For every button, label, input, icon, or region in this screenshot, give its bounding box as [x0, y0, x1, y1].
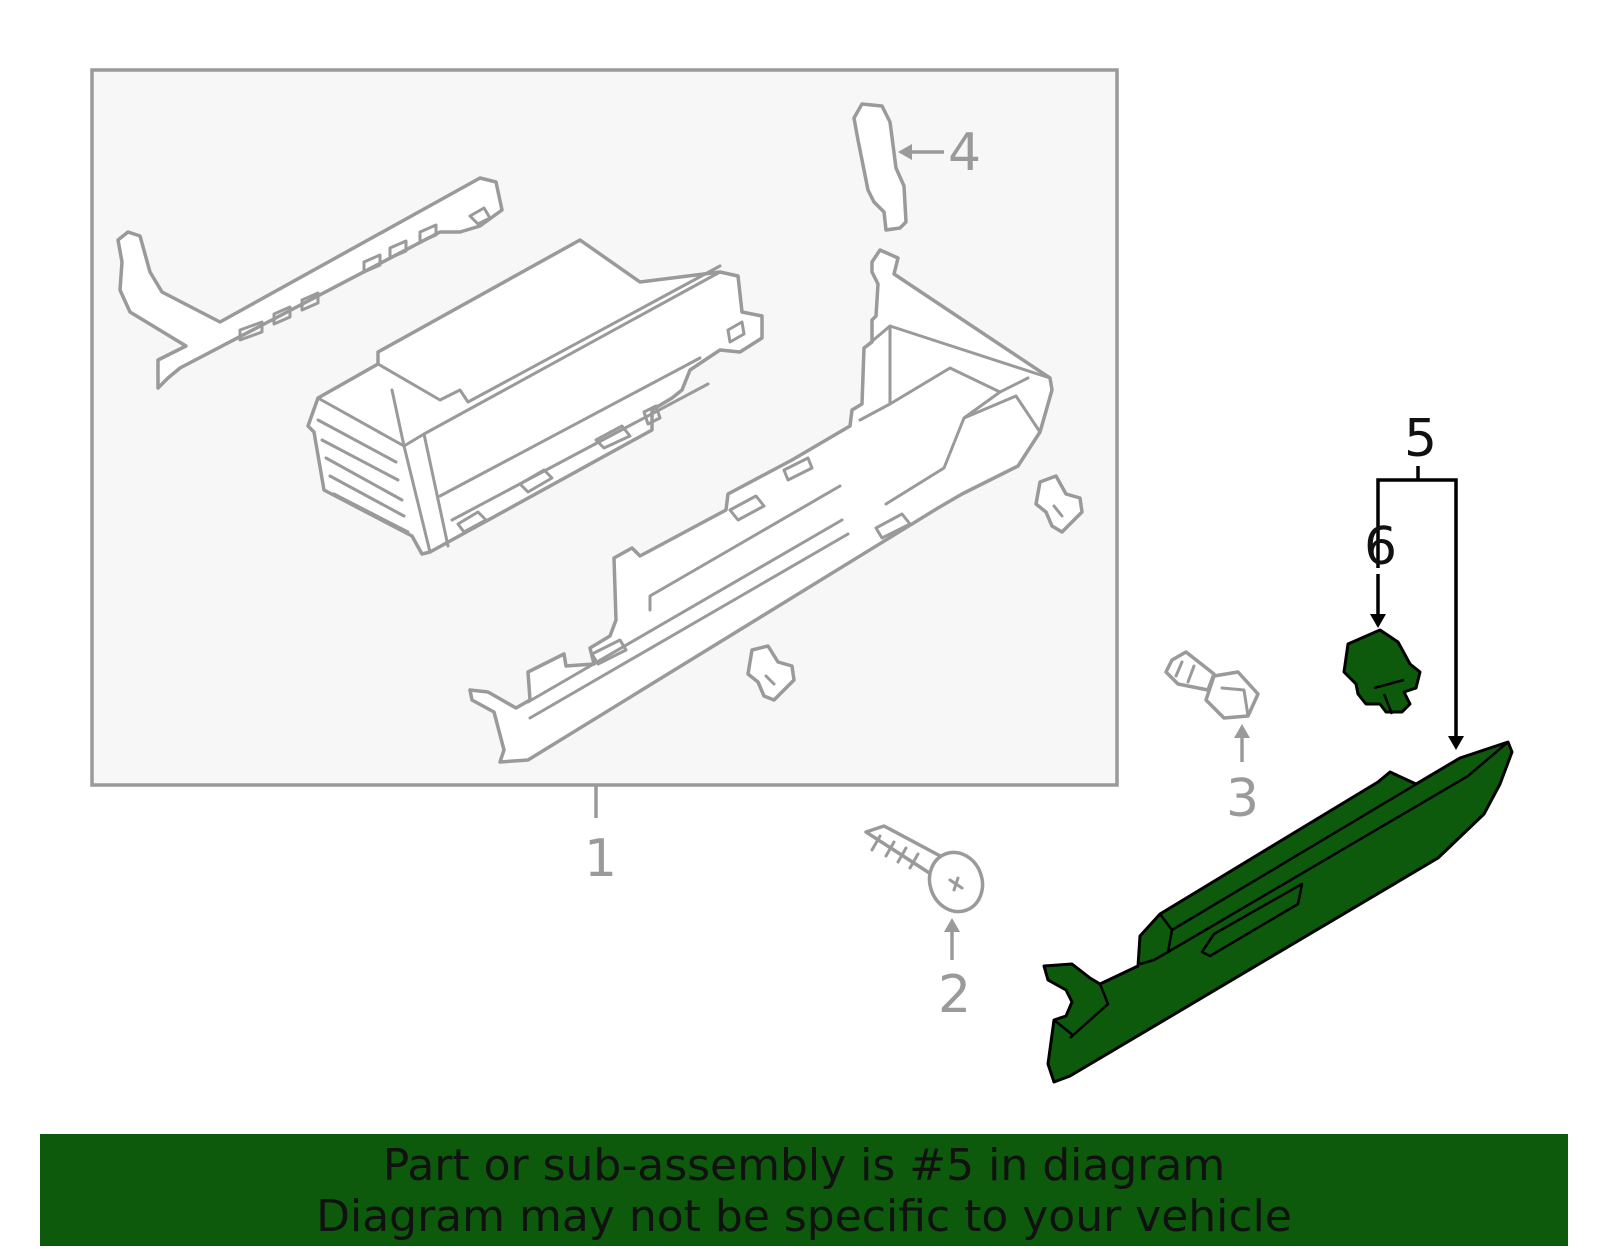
screw-part-2[interactable] — [864, 824, 991, 919]
callout-2: 2 — [938, 918, 971, 1025]
callout-1: 1 — [584, 786, 617, 889]
glove-box-door-assembly[interactable] — [468, 248, 1054, 764]
banner-line-1: Part or sub-assembly is #5 in diagram — [382, 1140, 1226, 1191]
glove-box-bin[interactable] — [306, 238, 764, 556]
latch-part-4[interactable] — [852, 102, 908, 232]
bumper-part-6[interactable] — [1342, 628, 1422, 715]
info-banner: Part or sub-assembly is #5 in diagram Di… — [40, 1134, 1568, 1246]
callout-label-1: 1 — [584, 829, 617, 889]
callout-label-2: 2 — [938, 965, 971, 1025]
callout-6: 6 — [1364, 517, 1397, 628]
glove-box-door-part-5[interactable] — [1042, 740, 1514, 1084]
callout-label-6: 6 — [1364, 517, 1397, 577]
callout-5: 5 — [1376, 409, 1464, 750]
clip-upper-right[interactable] — [1034, 474, 1084, 534]
callout-label-3: 3 — [1226, 769, 1259, 829]
glove-box-rail-bracket[interactable] — [116, 176, 504, 390]
clip-lower[interactable] — [746, 644, 796, 702]
callout-3: 3 — [1226, 724, 1259, 829]
callout-4: 4 — [898, 123, 981, 183]
banner-line-2: Diagram may not be specific to your vehi… — [316, 1191, 1292, 1242]
callout-label-5: 5 — [1404, 409, 1437, 469]
callout-label-4: 4 — [948, 123, 981, 183]
bolt-part-3[interactable] — [1164, 650, 1260, 720]
